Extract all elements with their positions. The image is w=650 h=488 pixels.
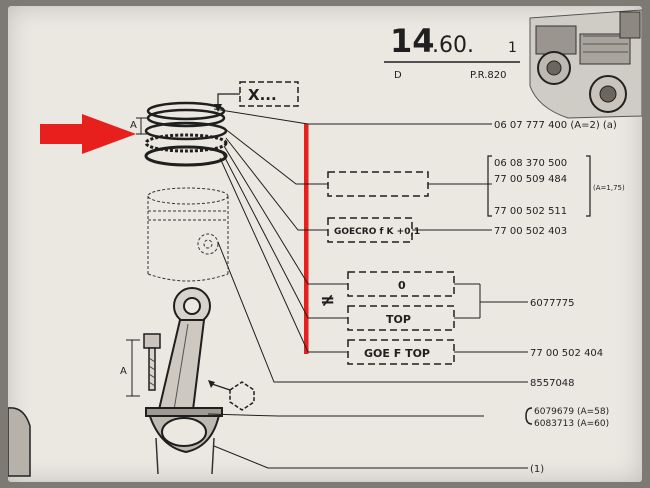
ring-dimension — [136, 117, 148, 135]
section-number-main: 14 — [390, 22, 435, 60]
parts-diagram: 14 .60. 1 D P.R.820 A X... — [8, 9, 642, 477]
part-ring-pair-ref: 6077775 — [530, 298, 575, 309]
highlight-bar — [304, 124, 309, 354]
part-conrod-ref-2: 6083713 (A=60) — [534, 419, 609, 429]
top-label: TOP — [386, 313, 411, 326]
connecting-rod — [145, 287, 223, 475]
header-right-code: P.R.820 — [470, 70, 507, 81]
goecro-box — [327, 217, 413, 243]
bearing-shell — [8, 407, 31, 477]
part-footnote-ref: (1) — [530, 464, 544, 475]
engine-illustration — [529, 9, 642, 119]
bracket-icon — [229, 381, 255, 411]
part-piston-pin-ref: 8557048 — [530, 378, 575, 389]
piston-phantom — [147, 187, 229, 282]
conrod-bolt — [143, 333, 161, 391]
part-group-a-2: 77 00 509 484 — [494, 174, 567, 185]
section-number-index: 1 — [508, 40, 517, 56]
zero-box — [347, 271, 455, 297]
not-equal-symbol: ≠ — [320, 290, 335, 311]
piston-rings — [144, 101, 228, 167]
callout-x-arrowhead — [214, 104, 222, 112]
goe-f-top-label: GOE F TOP — [364, 347, 430, 360]
ring-dimension-label: A — [130, 120, 137, 131]
top-box — [347, 305, 455, 331]
part-ring-set: 06 07 777 400 (A=2) (a) — [494, 120, 617, 131]
bracket-leader — [211, 383, 231, 391]
part-goecro-ref: 77 00 502 403 — [494, 226, 567, 237]
zero-label: 0 — [398, 279, 406, 292]
callout-x-leader — [217, 93, 240, 106]
goe-f-top-box — [347, 339, 455, 365]
page-header: 14 .60. 1 D P.R.820 — [384, 22, 520, 81]
catalog-page: 14 .60. 1 D P.R.820 A X... — [8, 6, 642, 482]
leader-lines — [207, 108, 528, 469]
part-conrod-ref-1: 6079679 (A=58) — [534, 407, 609, 417]
header-left-code: D — [394, 70, 402, 81]
goecro-label: GOECRO f K +0,1 — [334, 227, 420, 237]
unnamed-ring-box — [327, 171, 429, 197]
bracket-arrowhead — [208, 380, 215, 388]
group-a-right-brace — [586, 155, 591, 217]
red-arrow-icon — [40, 114, 136, 154]
part-group-a-3: 77 00 502 511 — [494, 206, 567, 217]
group-a-brace — [487, 155, 492, 217]
part-goe-f-top-ref: 77 00 502 404 — [530, 348, 603, 359]
conrod-brace — [525, 407, 533, 425]
callout-x-box — [239, 81, 299, 107]
bolt-dimension — [126, 339, 140, 397]
part-group-a-1: 06 08 370 500 — [494, 158, 567, 169]
section-number-sub: .60. — [432, 33, 474, 58]
callout-x-label: X... — [248, 86, 277, 104]
bolt-dimension-label: A — [120, 366, 127, 377]
part-group-a-note: (A=1,75) — [593, 184, 625, 192]
